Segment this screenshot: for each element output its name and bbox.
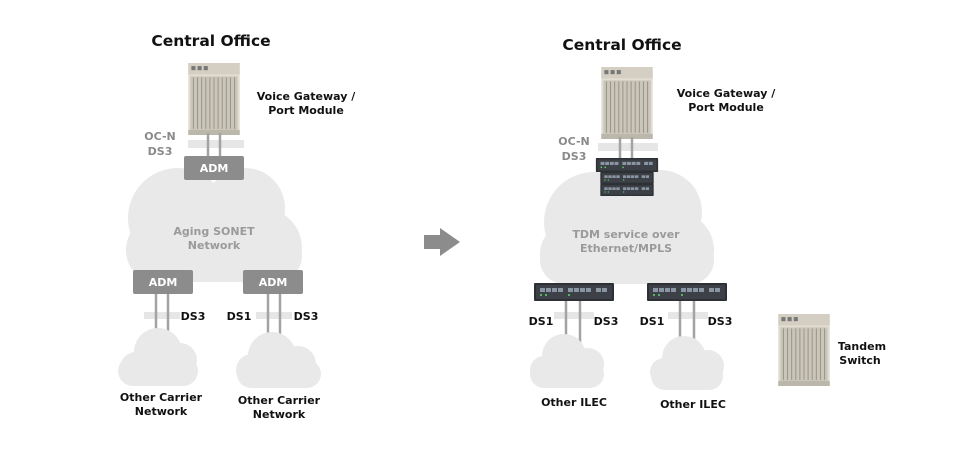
- core-switch-stack-icon: [595, 158, 659, 196]
- right-gateway-chassis-icon: [601, 67, 653, 139]
- left-office-title: Central Office: [151, 32, 270, 50]
- right-office-title: Central Office: [562, 36, 681, 54]
- right-arrow-icon: [424, 228, 460, 256]
- right-central-office: Central Office Voice Gateway / Port Modu…: [529, 36, 886, 411]
- tdm-cloud-label-line2: Ethernet/MPLS: [580, 242, 672, 255]
- edge-switch-right-icon: [647, 283, 727, 301]
- left-ds1-lower-label: DS1: [227, 310, 252, 323]
- carrier-left-label-line2: Network: [135, 405, 188, 418]
- sonet-cloud-label-line2: Network: [188, 239, 241, 252]
- right-ds3-label: DS3: [562, 150, 587, 163]
- carrier-right-label-line2: Network: [253, 408, 306, 421]
- ilec-right-label: Other ILEC: [660, 398, 726, 411]
- adm-top-label: ADM: [200, 162, 229, 175]
- left-lower-band-b: [256, 312, 292, 319]
- ilec-left-label: Other ILEC: [541, 396, 607, 409]
- left-link-band: [188, 140, 244, 148]
- carrier-left-label-line1: Other Carrier: [120, 391, 203, 404]
- carrier-cloud-left: [118, 328, 198, 386]
- right-ds3-right-label: DS3: [708, 315, 733, 328]
- tandem-label-line2: Switch: [839, 354, 880, 367]
- left-gateway-label-line2: Port Module: [268, 104, 344, 117]
- right-gateway-label-line2: Port Module: [688, 101, 764, 114]
- ilec-cloud-left: [530, 334, 604, 388]
- right-ds3-lower-label: DS3: [294, 310, 319, 323]
- right-lower-band-a: [554, 312, 594, 319]
- left-central-office: Central Office Voice Gateway / Port Modu…: [118, 32, 356, 421]
- ilec-cloud-right: [650, 336, 724, 390]
- adm-left-label: ADM: [149, 276, 178, 289]
- right-ds3-left-label: DS3: [594, 315, 619, 328]
- right-ds1-left-label: DS1: [529, 315, 554, 328]
- adm-right-box: [243, 270, 303, 294]
- sonet-cloud: [126, 168, 302, 288]
- adm-top-box: [184, 156, 244, 180]
- carrier-cloud-right: [236, 332, 321, 388]
- right-ocn-label: OC-N: [558, 135, 589, 148]
- sonet-cloud-label-line1: Aging SONET: [173, 225, 255, 238]
- left-gateway-label-line1: Voice Gateway /: [257, 90, 356, 103]
- tdm-cloud-label-line1: TDM service over: [572, 228, 680, 241]
- adm-left-box: [133, 270, 193, 294]
- left-ocn-label: OC-N: [144, 130, 175, 143]
- carrier-right-label-line1: Other Carrier: [238, 394, 321, 407]
- tandem-switch-chassis-icon: [778, 314, 830, 386]
- right-gateway-label-line1: Voice Gateway /: [677, 87, 776, 100]
- adm-right-label: ADM: [259, 276, 288, 289]
- tdm-cloud: [540, 170, 714, 288]
- left-ds3-label: DS3: [148, 145, 173, 158]
- left-gateway-chassis-icon: [188, 63, 240, 135]
- tandem-label-line1: Tandem: [838, 340, 886, 353]
- right-ds1-right-label: DS1: [640, 315, 665, 328]
- left-lower-band-a: [144, 312, 180, 319]
- edge-switch-left-icon: [534, 283, 614, 301]
- right-lower-band-b: [668, 312, 708, 319]
- right-link-band: [598, 143, 658, 151]
- left-ds3-lower-label: DS3: [181, 310, 206, 323]
